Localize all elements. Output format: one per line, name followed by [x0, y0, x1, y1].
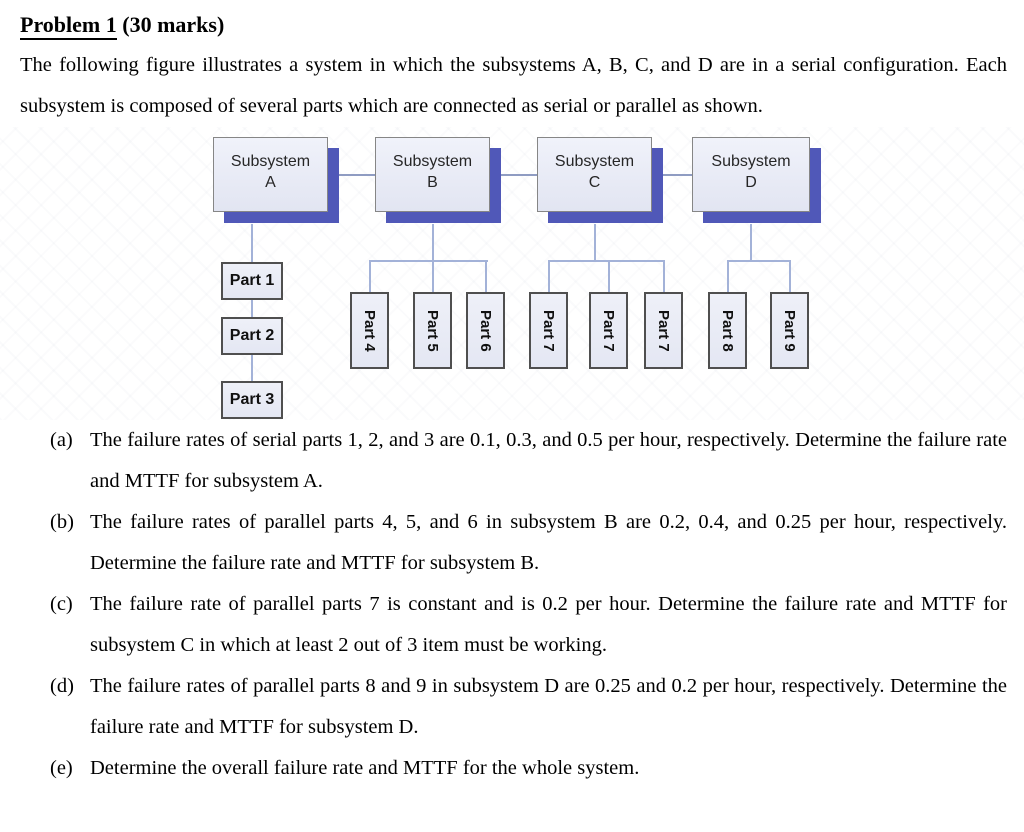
part-box-7b: Part 7 [589, 292, 628, 369]
system-diagram: Subsystem A Subsystem B Subsystem C Subs… [0, 127, 1024, 420]
question-item-c: (c) The failure rate of parallel parts 7… [0, 584, 1007, 666]
branch-line-c [548, 260, 665, 262]
question-label: (d) [50, 675, 74, 697]
part-box-3: Part 3 [221, 381, 283, 419]
question-text: Determine the overall failure rate and M… [90, 757, 640, 779]
intro-paragraph: The following figure illustrates a syste… [20, 54, 1007, 117]
part-box-7a: Part 7 [529, 292, 568, 369]
subsystem-id: B [427, 174, 438, 191]
part-box-1: Part 1 [221, 262, 283, 300]
part-box-6: Part 6 [466, 292, 505, 369]
subsystem-box-c: Subsystem C [537, 137, 652, 212]
question-label: (b) [50, 511, 74, 533]
question-text: The failure rates of parallel parts 4, 5… [90, 511, 1007, 574]
connector-b-part6 [485, 260, 487, 292]
subsystem-word: Subsystem [392, 153, 473, 170]
question-label: (c) [50, 593, 73, 615]
connector-d-part9 [789, 260, 791, 292]
connector-a-b [339, 174, 375, 176]
subsystem-word: Subsystem [230, 153, 311, 170]
connector-a-part1 [251, 224, 253, 262]
subsystem-id: D [745, 174, 757, 191]
subsystem-id: C [588, 174, 601, 191]
connector-d-part8 [727, 260, 729, 292]
connector-c-part7b [608, 260, 610, 292]
question-item-d: (d) The failure rates of parallel parts … [0, 666, 1007, 748]
subsystem-box-d: Subsystem D [692, 137, 810, 212]
subsystem-box-b: Subsystem B [375, 137, 490, 212]
connector-b-part4 [369, 260, 371, 292]
problem-number: Problem 1 [20, 12, 117, 40]
subsystem-box-a: Subsystem A [213, 137, 328, 212]
question-item-b: (b) The failure rates of parallel parts … [0, 502, 1007, 584]
part-box-8: Part 8 [708, 292, 747, 369]
connector-d-branch [750, 224, 752, 262]
problem-title: Problem 1 (30 marks) [20, 10, 1004, 40]
subsystem-word: Subsystem [554, 153, 635, 170]
connector-b-c [501, 174, 537, 176]
connector-b-part5 [432, 260, 434, 292]
part-box-2: Part 2 [221, 317, 283, 355]
question-text: The failure rates of parallel parts 8 an… [90, 675, 1007, 738]
branch-line-b [369, 260, 488, 262]
subsystem-word: Subsystem [711, 153, 791, 170]
connector-c-part7c [663, 260, 665, 292]
part-box-7c: Part 7 [644, 292, 683, 369]
connector-c-d [663, 174, 692, 176]
connector-b-branch [432, 224, 434, 262]
question-item-a: (a) The failure rates of serial parts 1,… [0, 420, 1007, 502]
part-box-9: Part 9 [770, 292, 809, 369]
part-box-5: Part 5 [413, 292, 452, 369]
connector-part2-part3 [251, 355, 253, 381]
question-label: (e) [50, 757, 73, 779]
branch-line-d [727, 260, 791, 262]
question-list: (a) The failure rates of serial parts 1,… [0, 420, 1007, 789]
part-box-4: Part 4 [350, 292, 389, 369]
connector-c-branch [594, 224, 596, 262]
subsystem-id: A [265, 174, 276, 191]
question-text: The failure rate of parallel parts 7 is … [90, 593, 1007, 656]
connector-c-part7a [548, 260, 550, 292]
question-item-e: (e) Determine the overall failure rate a… [0, 748, 1007, 789]
connector-part1-part2 [251, 300, 253, 317]
question-text: The failure rates of serial parts 1, 2, … [90, 429, 1007, 492]
problem-marks: (30 marks) [116, 12, 225, 37]
question-label: (a) [50, 429, 73, 451]
